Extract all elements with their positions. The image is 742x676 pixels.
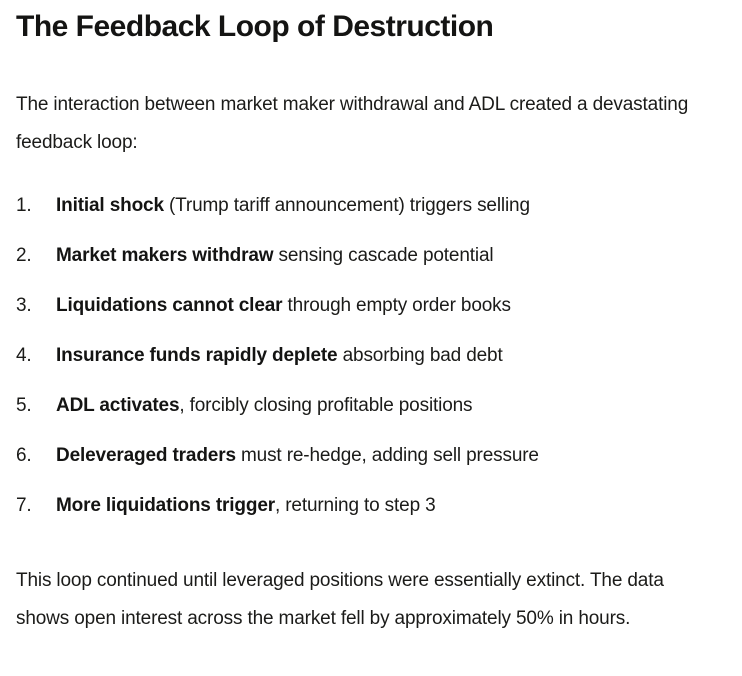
list-item-text: (Trump tariff announcement) triggers sel… <box>163 195 530 216</box>
list-item: 1. Initial shock (Trump tariff announcem… <box>16 192 706 220</box>
list-item-body: Initial shock (Trump tariff announcement… <box>56 192 530 220</box>
list-item-text: absorbing bad debt <box>337 345 503 366</box>
page-title: The Feedback Loop of Destruction <box>16 10 494 43</box>
list-item: 5. ADL activates, forcibly closing profi… <box>16 392 706 420</box>
list-item-body: Liquidations cannot clear through empty … <box>56 292 511 320</box>
list-item-text: through empty order books <box>282 295 511 316</box>
list-item-body: More liquidations trigger, returning to … <box>56 492 436 520</box>
list-item-lead: Deleveraged traders <box>56 445 236 466</box>
list-item-number: 2. <box>16 245 32 266</box>
list-item: 2. Market makers withdraw sensing cascad… <box>16 242 706 270</box>
list-item-body: ADL activates, forcibly closing profitab… <box>56 392 473 420</box>
list-item-number: 5. <box>16 395 32 416</box>
list-item-body: Market makers withdraw sensing cascade p… <box>56 242 494 270</box>
outro-paragraph: This loop continued until leveraged posi… <box>16 570 664 629</box>
list-item-text: , returning to step 3 <box>274 495 436 516</box>
list-item-lead: Market makers withdraw <box>56 245 274 266</box>
list-item: 6. Deleveraged traders must re-hedge, ad… <box>16 442 706 470</box>
list-item: 7. More liquidations trigger, returning … <box>16 492 706 520</box>
list-item: 4. Insurance funds rapidly deplete absor… <box>16 342 706 370</box>
list-item-lead: More liquidations trigger <box>56 495 275 516</box>
list-item-body: Deleveraged traders must re-hedge, addin… <box>56 442 539 470</box>
list-item-lead: Initial shock <box>56 195 164 216</box>
list-item-number: 1. <box>16 195 32 216</box>
feedback-loop-list: 1. Initial shock (Trump tariff announcem… <box>16 192 706 520</box>
list-item-lead: Insurance funds rapidly deplete <box>56 345 338 366</box>
list-item-number: 7. <box>16 495 32 516</box>
list-item-number: 3. <box>16 295 32 316</box>
intro-paragraph: The interaction between market maker wit… <box>16 94 689 153</box>
article: The Feedback Loop of Destruction The int… <box>16 10 706 629</box>
list-item-text: sensing cascade potential <box>273 245 494 266</box>
list-item: 3. Liquidations cannot clear through emp… <box>16 292 706 320</box>
list-item-text: , forcibly closing profitable positions <box>179 395 473 416</box>
list-item-lead: Liquidations cannot clear <box>56 295 283 316</box>
list-item-number: 4. <box>16 345 32 366</box>
list-item-body: Insurance funds rapidly deplete absorbin… <box>56 342 503 370</box>
list-item-text: must re-hedge, adding sell pressure <box>235 445 539 466</box>
list-item-lead: ADL activates <box>56 395 180 416</box>
list-item-number: 6. <box>16 445 32 466</box>
